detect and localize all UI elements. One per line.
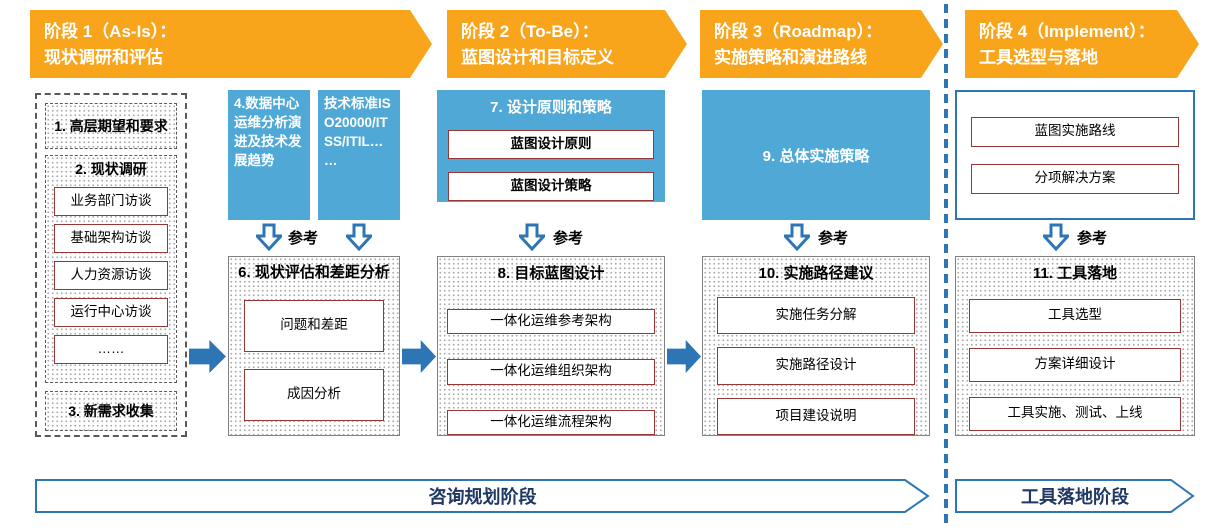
- path-item: 实施任务分解: [717, 296, 915, 335]
- landing-item: 方案详细设计: [969, 347, 1181, 382]
- phase4-line2: 工具选型与落地: [979, 48, 1098, 68]
- new-requirements-box: 3. 新需求收集: [45, 391, 177, 431]
- landing-item: 工具选型: [969, 298, 1181, 333]
- implementation-path-box: 10. 实施路径建议 实施任务分解 实施路径设计 项目建设说明: [702, 256, 930, 436]
- ref-label: 参考: [817, 230, 848, 247]
- phase3-banner: 阶段 3（Roadmap）： 实施策略和演进路线: [700, 10, 943, 78]
- down-arrow-icon: [346, 223, 372, 251]
- phase-separator-line: [944, 4, 948, 528]
- blueprint-design-box: 8. 目标蓝图设计 一体化运维参考架构 一体化运维组织架构 一体化运维流程架构: [437, 256, 665, 436]
- tool-stage-label: 工具落地阶段: [1021, 487, 1129, 507]
- flow-arrow-1-icon: [189, 340, 226, 373]
- survey-item: 运行中心访谈: [54, 297, 168, 327]
- phase1-line1: 阶段 1（As-Is）：: [44, 22, 177, 41]
- flow-arrow-2-icon: [402, 340, 436, 373]
- phase4-banner: 阶段 4（Implement）： 工具选型与落地: [965, 10, 1199, 78]
- overall-strategy-box: 9. 总体实施策略: [702, 90, 930, 220]
- path-title: 10. 实施路径建议: [758, 265, 874, 282]
- stage-arrow-outline: [35, 479, 930, 513]
- stage-arrow-outline: [955, 479, 1195, 513]
- principle-item: 蓝图设计策略: [448, 172, 654, 201]
- phase3-line2: 实施策略和演进路线: [714, 48, 867, 68]
- implement-plan-box: 蓝图实施路线 分项解决方案: [955, 90, 1195, 220]
- design-principle-title: 7. 设计原则和策略: [490, 99, 612, 116]
- gap-item: 成因分析: [244, 368, 384, 421]
- path-item: 项目建设说明: [717, 397, 915, 436]
- phase2-line1: 阶段 2（To-Be）：: [461, 22, 599, 41]
- gap-analysis-title: 6. 现状评估和差距分析: [238, 264, 390, 281]
- consulting-stage-arrow: 咨询规划阶段: [35, 479, 930, 513]
- blueprint-item: 一体化运维参考架构: [447, 308, 655, 335]
- down-arrow-icon: [256, 223, 282, 251]
- down-arrow-icon: [783, 223, 810, 251]
- phase3-line1: 阶段 3（Roadmap）：: [714, 22, 883, 41]
- phase4-line1: 阶段 4（Implement）：: [979, 22, 1155, 41]
- principle-item: 蓝图设计原则: [448, 130, 654, 159]
- survey-item: 基础架构访谈: [54, 223, 168, 253]
- trend-box: 4.数据中心运维分析演进及技术发展趋势: [228, 90, 310, 220]
- phase2-line2: 蓝图设计和目标定义: [461, 48, 614, 68]
- survey-item: 人力资源访谈: [54, 260, 168, 290]
- down-arrow-icon: [518, 223, 545, 251]
- tool-landing-box: 11. 工具落地 工具选型 方案详细设计 工具实施、测试、上线: [955, 256, 1195, 436]
- consulting-stage-label: 咨询规划阶段: [428, 487, 537, 507]
- tool-stage-arrow: 工具落地阶段: [955, 479, 1195, 513]
- plan-item: 分项解决方案: [971, 163, 1179, 194]
- ref-row-roadmap: 参考: [702, 223, 930, 251]
- ref-label: 参考: [288, 230, 319, 247]
- ref-label: 参考: [1076, 230, 1107, 247]
- flow-arrow-3-icon: [667, 340, 701, 373]
- expectations-box: 1. 高层期望和要求: [45, 103, 177, 149]
- landing-title: 11. 工具落地: [1032, 265, 1118, 282]
- survey-item: ……: [54, 334, 168, 364]
- gap-analysis-box: 6. 现状评估和差距分析 问题和差距 成因分析: [228, 256, 400, 436]
- ref-row-tobe: 参考: [437, 223, 665, 251]
- standard-box: 技术标准ISO20000/ITSS/ITIL… …: [318, 90, 400, 220]
- phase1-banner: 阶段 1（As-Is）： 现状调研和评估: [30, 10, 432, 78]
- survey-item: 业务部门访谈: [54, 186, 168, 216]
- plan-item: 蓝图实施路线: [971, 116, 1179, 147]
- path-item: 实施路径设计: [717, 347, 915, 385]
- survey-title: 2. 现状调研: [75, 161, 147, 177]
- survey-box: 2. 现状调研 业务部门访谈 基础架构访谈 人力资源访谈 运行中心访谈 ……: [45, 155, 177, 383]
- design-principle-box: 7. 设计原则和策略 蓝图设计原则 蓝图设计策略: [437, 90, 665, 202]
- blueprint-title: 8. 目标蓝图设计: [497, 265, 605, 282]
- down-arrow-icon: [1042, 223, 1069, 251]
- blueprint-item: 一体化运维流程架构: [447, 409, 655, 436]
- asis-group-box: 1. 高层期望和要求 2. 现状调研 业务部门访谈 基础架构访谈 人力资源访谈 …: [35, 93, 187, 437]
- blueprint-item: 一体化运维组织架构: [447, 359, 655, 385]
- ref-label: 参考: [552, 230, 583, 247]
- phase1-line2: 现状调研和评估: [44, 48, 163, 68]
- gap-item: 问题和差距: [244, 299, 384, 352]
- landing-item: 工具实施、测试、上线: [969, 396, 1181, 431]
- ref-row-implement: 参考: [955, 223, 1195, 251]
- phase2-banner: 阶段 2（To-Be）： 蓝图设计和目标定义: [447, 10, 687, 78]
